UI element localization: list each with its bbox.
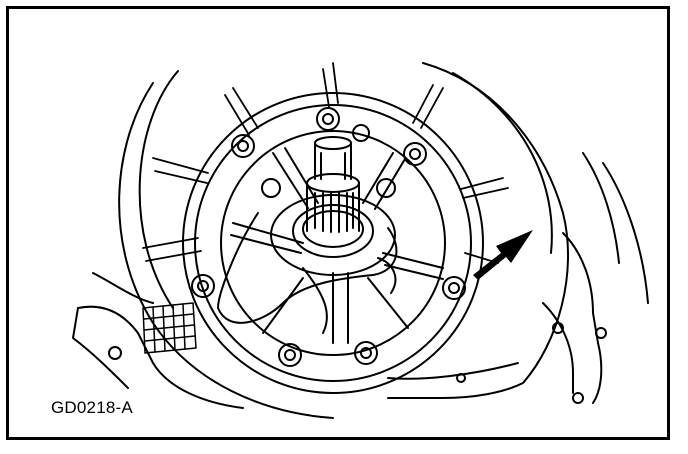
housing-outline [118,82,334,419]
bolts [191,107,466,367]
stator-support [217,212,398,324]
right-housing [562,232,603,404]
left-housing [77,305,244,409]
spokes [230,147,444,344]
pump-flange-inner [194,104,472,382]
callout-arrow-icon [473,230,533,280]
figure-frame: GD0218-A [6,6,670,440]
input-shaft [306,136,360,233]
pump-assembly-illustration [72,62,649,419]
hub-outer [270,194,396,276]
mesh-pattern [142,302,197,354]
pump-flange-outer [182,92,484,394]
figure-code: GD0218-A [51,398,133,417]
